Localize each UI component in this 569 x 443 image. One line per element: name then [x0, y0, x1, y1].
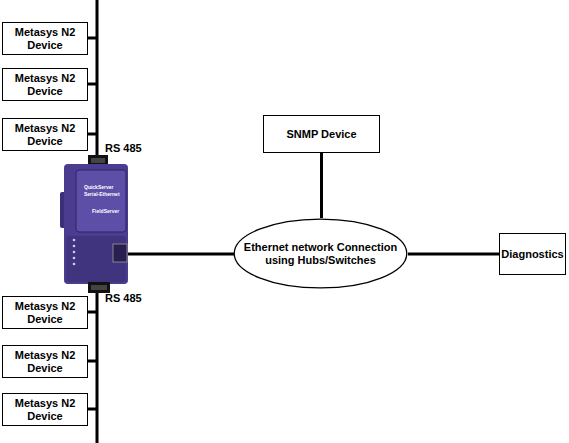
- diagnostics-box: Diagnostics: [499, 233, 566, 275]
- device-box: Metasys N2 Device: [2, 22, 88, 55]
- node-label: Metasys N2 Device: [6, 300, 84, 326]
- rs485-bus: [96, 0, 99, 443]
- bus-tap: [87, 83, 97, 86]
- node-label: Metasys N2 Device: [6, 26, 84, 52]
- bottom-connector: [88, 282, 110, 293]
- network-link: [320, 153, 323, 218]
- status-led: [73, 263, 76, 266]
- port-label: RS 485: [105, 292, 142, 304]
- device-body: [64, 164, 128, 284]
- status-led: [73, 239, 76, 242]
- device-box: Metasys N2 Device: [2, 345, 88, 378]
- bus-tap: [87, 133, 97, 136]
- bus-tap: [87, 37, 97, 40]
- network-ellipse: Ethernet network Connection using Hubs/S…: [233, 218, 408, 289]
- node-label: Metasys N2 Device: [6, 122, 84, 148]
- node-label: Metasys N2 Device: [6, 397, 84, 423]
- node-label: Metasys N2 Device: [6, 349, 84, 375]
- device-box: Metasys N2 Device: [2, 393, 88, 426]
- bus-tap: [87, 311, 97, 314]
- ellipse-shape: [234, 219, 407, 288]
- ethernet-port: [113, 244, 127, 262]
- lower-body: [66, 236, 126, 282]
- bottom-connector-pins: [91, 285, 107, 290]
- brand-name: FieldServer: [92, 208, 119, 214]
- bus-tap: [87, 360, 97, 363]
- mount-tab: [60, 192, 70, 228]
- top-connector-pins: [91, 158, 105, 163]
- product-subtitle: Serial-Ethernet: [84, 191, 120, 197]
- snmp-box: SNMP Device: [263, 115, 380, 153]
- node-label: SNMP Device: [286, 128, 356, 141]
- ethernet-cable: [126, 253, 234, 256]
- status-led: [73, 251, 76, 254]
- device-box: Metasys N2 Device: [2, 68, 88, 101]
- node-label: Metasys N2 Device: [6, 72, 84, 98]
- bus-tap: [87, 408, 97, 411]
- product-name: QuickServer: [84, 184, 113, 190]
- device-box: Metasys N2 Device: [2, 296, 88, 329]
- port-label: RS 485: [105, 142, 142, 154]
- device-box: Metasys N2 Device: [2, 118, 88, 151]
- network-link: [408, 253, 499, 256]
- node-label: Ethernet network Connection using Hubs/S…: [238, 241, 403, 267]
- node-label: Diagnostics: [501, 248, 563, 261]
- front-panel: [76, 170, 126, 232]
- top-connector: [88, 155, 108, 167]
- status-led: [73, 257, 76, 260]
- status-led: [73, 245, 76, 248]
